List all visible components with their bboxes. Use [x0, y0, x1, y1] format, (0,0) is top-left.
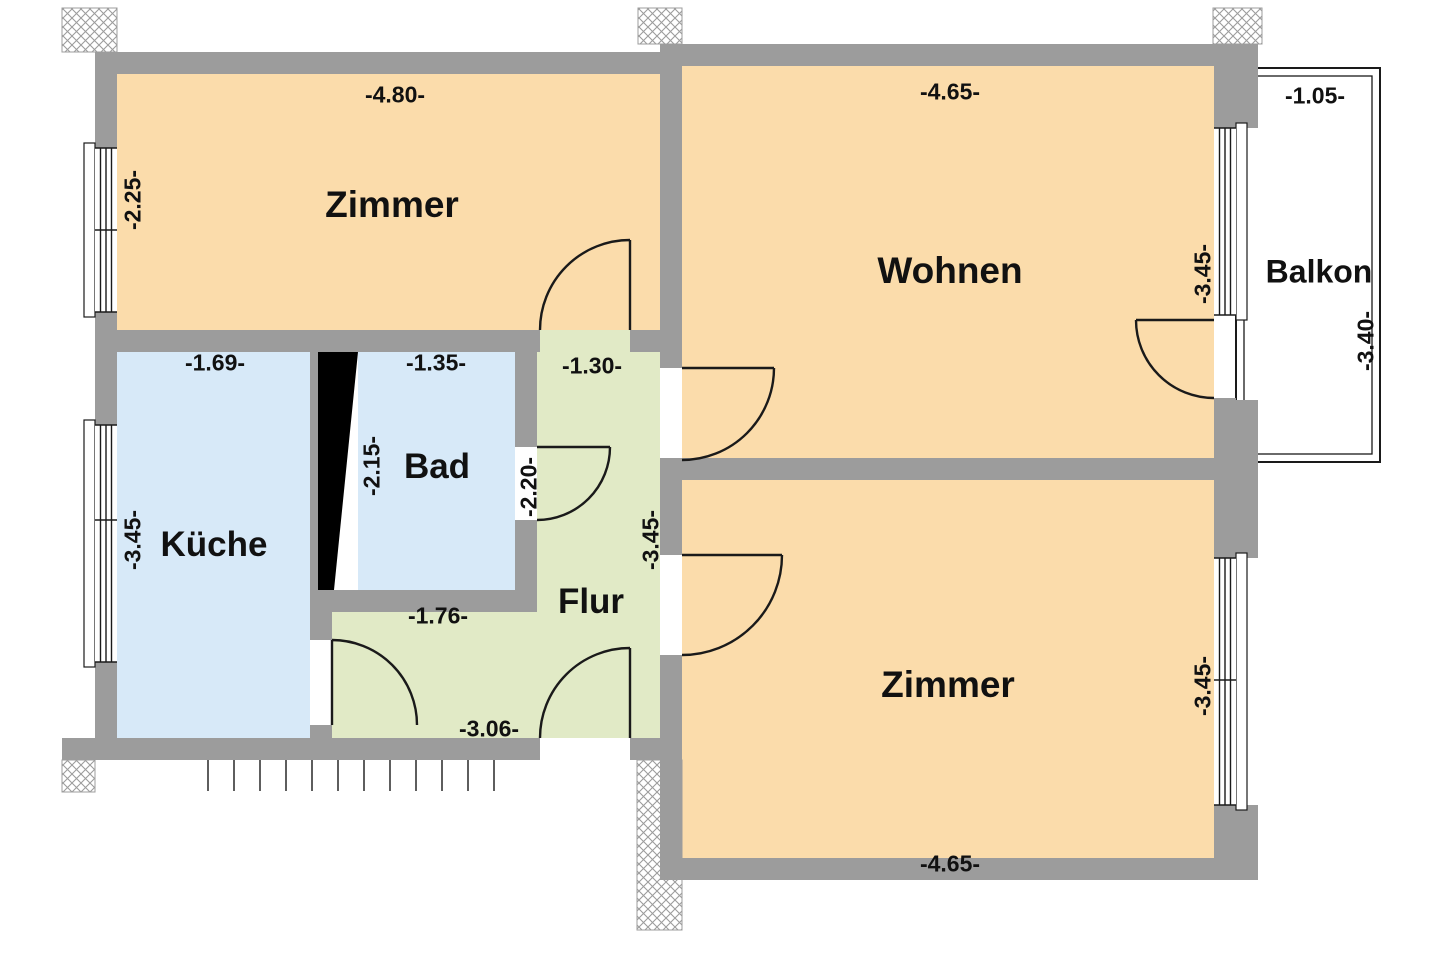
room-label-kueche: Küche [160, 525, 268, 564]
window-left-top-glazing [95, 147, 117, 313]
floor-flur [332, 330, 660, 738]
door-entrance [538, 646, 632, 739]
railing-ticks [207, 760, 495, 791]
windows [83, 122, 1248, 811]
room-label-zimmer-top: Zimmer [325, 184, 459, 225]
railing-tick-lines [207, 760, 495, 791]
hatch-top-right [1212, 7, 1263, 45]
dim-zimmer-top-height: -2.25- [119, 169, 146, 231]
window-sill-left-bottom [83, 419, 96, 668]
pier-right-bottom [1214, 805, 1258, 880]
dim-bad-width: -1.35- [405, 349, 467, 376]
room-label-wohnen: Wohnen [877, 250, 1023, 291]
dim-wohnen-height: -3.45- [1189, 243, 1216, 305]
hatch-top-center [637, 7, 683, 45]
door-zimmer-top [538, 238, 632, 331]
window-wohnen-glazing [1214, 127, 1236, 316]
wall-center-2 [660, 460, 682, 555]
window-left-bottom-glazing [95, 424, 117, 663]
wall-section-hatches [61, 7, 1263, 931]
wall-kueche-right-b [310, 725, 332, 738]
dim-flur-width: -1.30- [561, 352, 623, 379]
wall-center-1 [660, 44, 682, 368]
dim-flur-bottom-width: -3.06- [458, 715, 520, 742]
floor-bad [358, 352, 515, 590]
room-label-zimmer-bottom: Zimmer [881, 664, 1015, 705]
wall-bad-right-a [515, 352, 537, 447]
dim-kueche-width: -1.69- [184, 349, 246, 376]
dim-balkon-width: -1.05- [1284, 82, 1346, 109]
dim-zimmer-bottom-width: -4.65- [919, 850, 981, 877]
wall-wohnen-zimmer [660, 458, 1236, 480]
walls [62, 44, 1258, 880]
door-balkon [1134, 318, 1215, 400]
hatch-top-left [61, 7, 118, 53]
room-label-flur: Flur [557, 582, 625, 621]
wall-bottom-right [660, 858, 1236, 880]
window-sill-zimmer-bottom [1235, 552, 1248, 811]
door-kueche [330, 638, 419, 726]
wall-bad-bottom [310, 590, 537, 612]
pier-right-mid [1214, 400, 1258, 558]
wall-top-left [95, 52, 682, 74]
door-bad [536, 445, 612, 522]
hatch-bottom-left [61, 759, 96, 793]
wall-bad-right-b [515, 520, 537, 590]
dim-kueche-height: -3.45- [119, 509, 146, 571]
wall-bottom-left-a [62, 738, 540, 760]
balcony-slab [1235, 67, 1381, 463]
dim-balkon-height: -3.40- [1352, 310, 1379, 372]
balcony-outline [1235, 67, 1381, 463]
wall-left-1 [95, 52, 117, 148]
window-sill-left-top [83, 142, 96, 318]
wall-left-2 [95, 312, 117, 425]
dim-wohnen-width: -4.65- [919, 78, 981, 105]
door-zimmer-bottom [681, 553, 784, 657]
wall-left-3 [95, 662, 117, 760]
room-floors [117, 66, 1214, 858]
dim-flur-door: -2.20- [515, 456, 542, 518]
dim-zimmer-top-width: -4.80- [364, 81, 426, 108]
floor-kueche [117, 352, 310, 738]
doors [330, 238, 1215, 739]
hatch-bottom-center [636, 759, 683, 931]
window-zimmer-bottom-glazing [1214, 557, 1236, 806]
room-label-bad: Bad [403, 447, 471, 486]
floor-zimmer-bottom [682, 480, 1214, 858]
floor-zimmer-top [117, 74, 660, 330]
wall-mid-left [95, 330, 540, 352]
dim-bad-height: -2.15- [358, 435, 385, 497]
wall-top-right [660, 44, 1236, 66]
pier-right-top [1214, 44, 1258, 128]
window-sill-wohnen [1235, 122, 1248, 321]
room-label-balkon: Balkon [1265, 253, 1373, 290]
installation-shaft [318, 352, 358, 590]
dim-flur-height: -3.45- [637, 509, 664, 571]
dim-flur-inner-width: -1.76- [407, 602, 469, 629]
door-wohnen [681, 366, 776, 462]
dim-zimmer-bottom-height: -3.45- [1189, 655, 1216, 717]
